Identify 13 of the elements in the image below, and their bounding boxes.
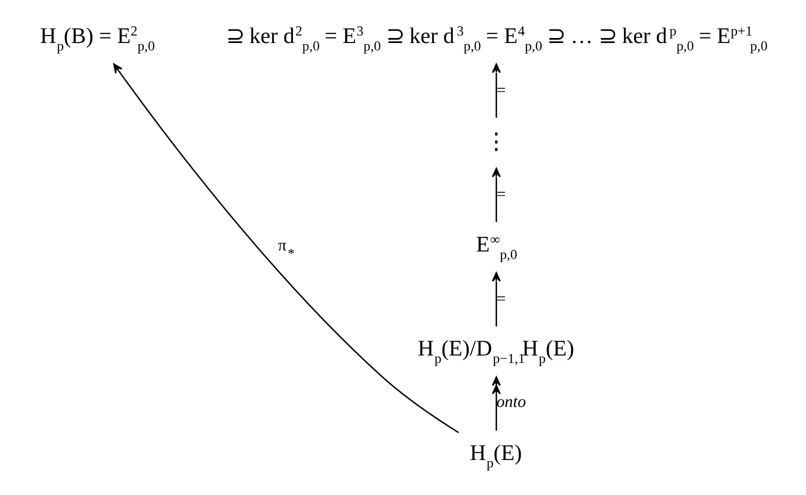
arrow <box>491 63 500 118</box>
edge-label: = <box>496 184 506 204</box>
node-text: ⋮ <box>484 128 507 154</box>
arrow <box>112 63 458 434</box>
edge-label: π$_{*}$ <box>277 235 294 262</box>
edge-label: onto <box>496 392 526 411</box>
edge-label: = <box>496 288 506 308</box>
arrow <box>491 168 500 222</box>
node-text: H$_{p}$(E)/D$_{p−1,1}$H$_{p}$(E) <box>417 336 574 368</box>
arrow <box>491 272 500 326</box>
edge-label: = <box>496 80 506 100</box>
node-text: H$_{p}$(E) <box>469 440 522 472</box>
arrow <box>491 376 500 431</box>
